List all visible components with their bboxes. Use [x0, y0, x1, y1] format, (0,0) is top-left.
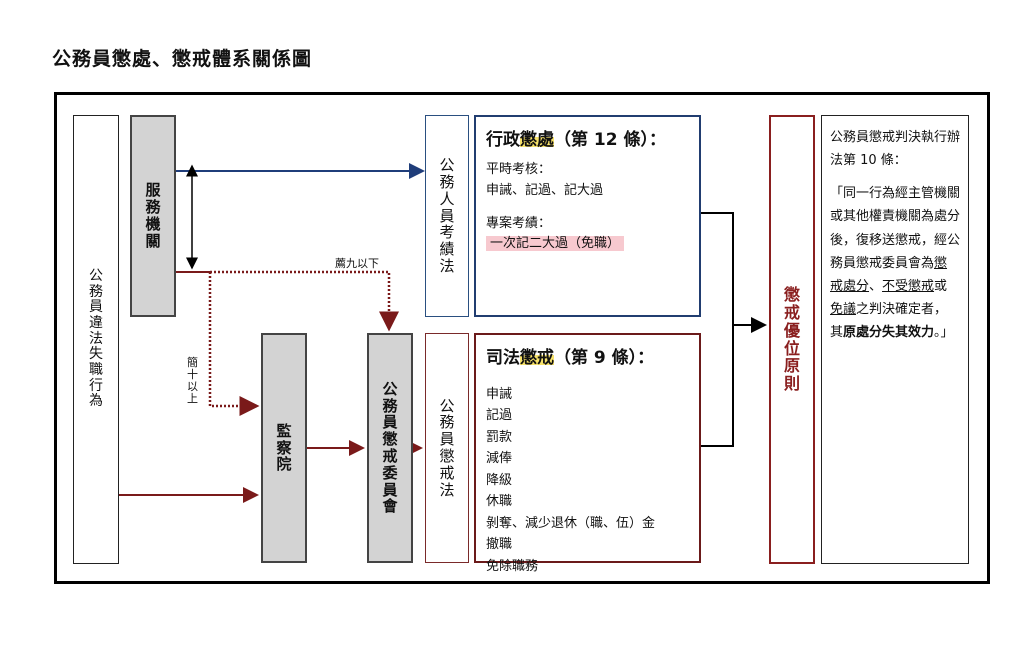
special-label: 專案考績： [486, 215, 552, 231]
service-agency-box: 服務機關 [130, 115, 176, 317]
list-item: 休職 [486, 494, 513, 510]
bracket-admin [701, 212, 734, 447]
list-item: 撤職 [486, 537, 513, 553]
dotted-arrow-to-committee [210, 270, 399, 332]
diagram-frame [54, 92, 990, 584]
list-item: 減俸 [486, 451, 513, 467]
routine-items: 申誡、記過、記大過 [486, 182, 604, 198]
list-item: 罰款 [486, 429, 513, 445]
discipline-committee-box: 公務員懲戒委員會 [367, 333, 413, 563]
special-item: 一次記二大過（免職） [486, 236, 625, 252]
list-item: 免除職務 [486, 558, 539, 574]
list-item: 剝奪、減少退休（職、伍）金 [486, 515, 656, 531]
article-10-panel: 公務員懲戒判決執行辦法第 10 條： 「同一行為經主管機關或其他權責機關為處分後… [821, 115, 969, 564]
dotted-arrow-to-control-yuan [208, 272, 260, 416]
admin-title: 行政懲處（第 12 條）： [486, 130, 666, 150]
label-jian-nine-and-below: 薦九以下 [335, 257, 379, 270]
judicial-discipline-panel: 司法懲戒（第 9 條）： 申誡 記過 罰款 減俸 降級 休職 剝奪、減少退休（職… [474, 333, 701, 574]
list-item: 降級 [486, 472, 513, 488]
discipline-priority-principle-box: 懲戒優位原則 [769, 115, 815, 564]
routine-label: 平時考核： [486, 162, 552, 177]
violation-box: 公務員違法失職行為 [73, 115, 119, 564]
label-jian-ten-and-above: 簡十以上 [187, 356, 198, 406]
admin-sanction-panel: 行政懲處（第 12 條）： 平時考核： 申誡、記過、記大過 專案考績： 一次記二… [474, 115, 701, 317]
article-text: 「同一行為經主管機關或其他權責機關為處分後，復移送懲戒，經公務員懲戒委員會為懲戒… [830, 186, 961, 340]
control-yuan-box: 監察院 [261, 333, 307, 563]
article-heading: 公務員懲戒判決執行辦法第 10 條： [830, 130, 961, 169]
discipline-law-box: 公務員懲戒法 [425, 333, 469, 563]
page-title: 公務員懲處、懲戒體系關係圖 [52, 48, 313, 70]
list-item: 記過 [486, 408, 513, 424]
list-item: 申誡 [486, 387, 513, 402]
performance-law-box: 公務人員考績法 [425, 115, 469, 317]
judicial-title: 司法懲戒（第 9 條）： [486, 348, 655, 368]
